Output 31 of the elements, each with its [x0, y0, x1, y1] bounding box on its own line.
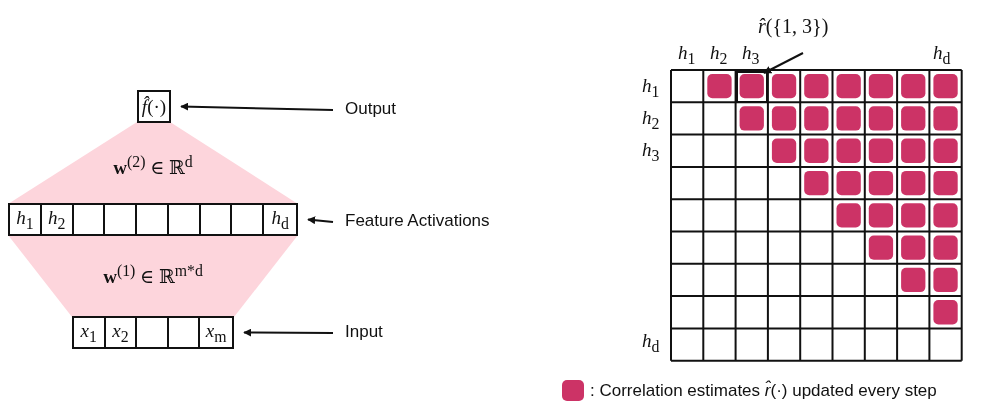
- feature-layer-bar: [8, 203, 298, 236]
- input-cell: x$_{2}$: [105, 318, 138, 347]
- input-cell: x$_{1}$: [74, 318, 106, 347]
- column-header: h$_{d}$: [933, 42, 951, 68]
- arrow: [180, 102, 334, 111]
- arrow: [307, 216, 334, 225]
- row-header: h$_{d}$: [642, 330, 660, 356]
- input-cell: x$_{m}$: [200, 318, 232, 347]
- column-header: h$_{3}$: [742, 42, 760, 68]
- matrix-cell: [736, 71, 768, 103]
- layer-label: Feature Activations: [345, 211, 515, 233]
- column-header: h$_{2}$: [710, 42, 728, 68]
- leader-line: [763, 52, 804, 74]
- weight-band: [8, 122, 298, 204]
- legend-text: : Correlation estimates r̂(·) updated every step: [590, 381, 937, 401]
- column-header: h$_{1}$: [678, 42, 696, 68]
- feature-cell: h$_{2}$: [41, 205, 74, 234]
- layer-label: Output: [345, 99, 425, 121]
- callout-label: r̂({1, 3}): [758, 15, 848, 41]
- row-header: h$_{3}$: [642, 139, 660, 165]
- weight-formula: w$^{(2)}$ ∈ ℝ$^{d}$: [113, 152, 193, 180]
- row-header: h$_{1}$: [642, 75, 660, 101]
- input-layer-bar: [72, 316, 234, 349]
- weight-band: [8, 235, 298, 317]
- output-box: f̂(·): [137, 90, 171, 123]
- feature-cell: h$_{d}$: [264, 205, 296, 234]
- arrow: [243, 328, 334, 337]
- row-header: h$_{2}$: [642, 107, 660, 133]
- feature-cell: h$_{1}$: [10, 205, 42, 234]
- layer-label: Input: [345, 322, 405, 344]
- weight-formula: w$^{(1)}$ ∈ ℝ$^{m*d}$: [103, 261, 203, 289]
